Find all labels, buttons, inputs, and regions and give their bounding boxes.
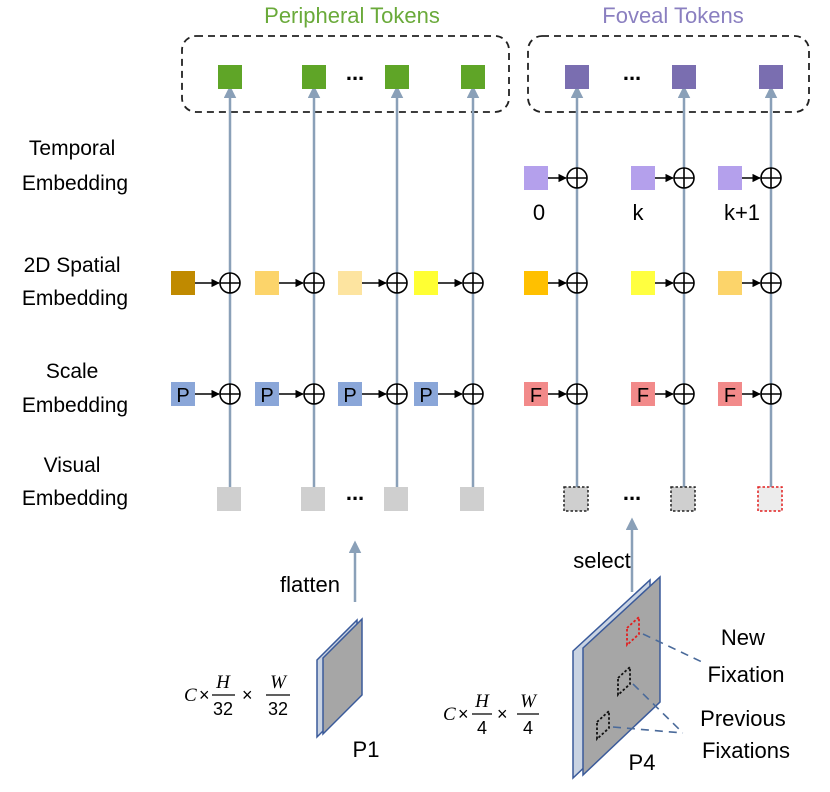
svg-text:C: C	[184, 685, 197, 706]
spatial-embedding	[524, 271, 548, 295]
scale-embedding-p-letter: P	[343, 385, 356, 407]
scale-embedding-p	[171, 382, 195, 406]
spatial-embedding	[718, 271, 742, 295]
scale-embedding-p	[255, 382, 279, 406]
svg-text:×: ×	[497, 704, 508, 724]
p1-label: P1	[353, 737, 380, 762]
spatial-embedding	[171, 271, 195, 295]
scale-embedding-f	[631, 382, 655, 406]
foveal-tokens-title: Foveal Tokens	[602, 3, 743, 28]
peripheral-visual-embedding	[460, 487, 484, 511]
foveal-token	[759, 65, 783, 89]
svg-text:H: H	[474, 691, 490, 712]
svg-text:H: H	[215, 672, 231, 693]
foveal-tokens-ellipsis: ...	[623, 60, 641, 85]
foveal-token	[565, 65, 589, 89]
temporal-embedding	[524, 166, 548, 190]
foveal-visual-ellipsis: ...	[623, 480, 641, 505]
temporal-index-k: k	[633, 200, 645, 225]
visual-embedding-label: Visual Embedding	[22, 454, 128, 510]
peripheral-token	[218, 65, 242, 89]
svg-text:32: 32	[268, 699, 288, 719]
scale-embedding-p-letter: P	[260, 385, 273, 407]
foveal-visual-embedding	[670, 486, 696, 512]
spatial-embedding	[338, 271, 362, 295]
svg-text:4: 4	[523, 718, 533, 738]
new-fixation-label: New Fixation	[707, 625, 784, 687]
new-fixation-marker	[626, 614, 640, 648]
temporal-embedding	[631, 166, 655, 190]
temporal-embedding-label: Temporal Embedding	[22, 137, 128, 195]
previous-fixations-label: Previous Fixations	[700, 706, 792, 763]
peripheral-token	[385, 65, 409, 89]
scale-embedding-p-letter: P	[176, 385, 189, 407]
scale-embedding-p	[414, 382, 438, 406]
peripheral-visual-ellipsis: ...	[346, 480, 364, 505]
previous-fixation-pointer	[632, 683, 684, 734]
peripheral-visual-embedding	[301, 487, 325, 511]
p4-feature-map	[572, 575, 661, 780]
temporal-index-0: 0	[533, 200, 545, 225]
peripheral-tokens-box	[181, 35, 510, 113]
svg-text:W: W	[520, 691, 538, 712]
spatial-embedding	[631, 271, 655, 295]
scale-embedding-f-letter: F	[724, 385, 736, 407]
new-fixation-pointer	[642, 633, 703, 663]
peripheral-visual-embedding	[217, 487, 241, 511]
spatial-embedding	[255, 271, 279, 295]
peripheral-tokens-title: Peripheral Tokens	[264, 3, 440, 28]
peripheral-tokens-ellipsis: ...	[346, 60, 364, 85]
scale-embedding-f-letter: F	[637, 385, 649, 407]
scale-embedding-f	[718, 382, 742, 406]
flatten-label: flatten	[280, 572, 340, 597]
foveal-visual-embedding	[563, 486, 589, 512]
svg-text:W: W	[270, 672, 288, 693]
scale-embedding-p-letter: P	[419, 385, 432, 407]
temporal-embedding	[718, 166, 742, 190]
scale-embedding-label: Scale Embedding	[22, 360, 128, 417]
previous-fixation-pointer	[612, 726, 684, 734]
peripheral-visual-embedding	[384, 487, 408, 511]
spatial-embedding-label: 2D Spatial Embedding	[22, 254, 128, 310]
peripheral-token	[461, 65, 485, 89]
previous-fixation-marker	[596, 708, 610, 742]
p4-label: P4	[629, 750, 656, 775]
svg-text:×: ×	[458, 704, 469, 724]
svg-text:32: 32	[213, 699, 233, 719]
scale-embedding-f-letter: F	[530, 385, 542, 407]
peripheral-token	[302, 65, 326, 89]
scale-embedding-f	[524, 382, 548, 406]
p4-dimension-formula: C × H 4 × W 4	[443, 691, 539, 738]
foveal-visual-embedding	[757, 486, 783, 512]
foveal-tokens-box	[527, 35, 810, 113]
svg-text:C: C	[443, 704, 456, 725]
svg-text:×: ×	[199, 685, 210, 705]
scale-embedding-p	[338, 382, 362, 406]
svg-text:4: 4	[477, 718, 487, 738]
select-label: select	[573, 548, 630, 573]
p1-feature-map	[316, 617, 363, 739]
previous-fixation-marker	[617, 664, 631, 698]
spatial-embedding	[414, 271, 438, 295]
temporal-index-k-plus-1: k+1	[724, 200, 760, 225]
p1-dimension-formula: C × H 32 × W 32	[184, 672, 290, 719]
svg-text:×: ×	[242, 685, 253, 705]
foveal-token	[672, 65, 696, 89]
